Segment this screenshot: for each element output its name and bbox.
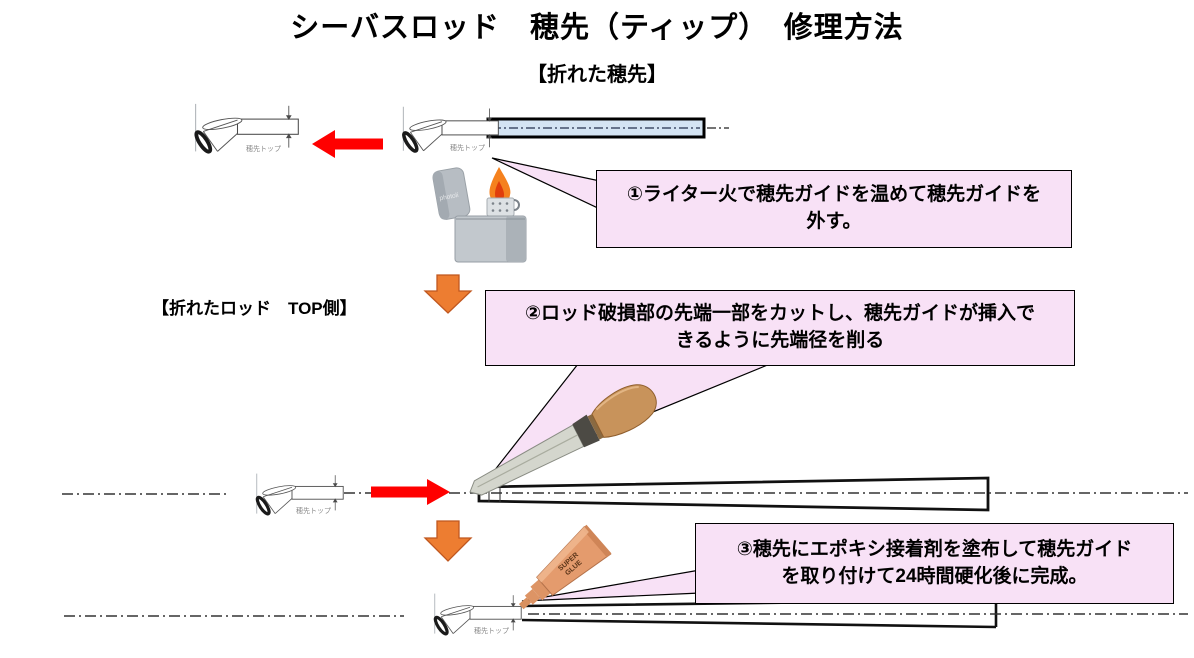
tip-guide-caption: 穂先トップ <box>246 144 281 153</box>
tip-guide-caption: 穂先トップ <box>296 506 331 515</box>
label-broken-rod-top-side: 【折れたロッド TOP側】 <box>152 299 357 318</box>
broken-tip-rod <box>486 117 729 139</box>
page-title: シーバスロッド 穂先（ティップ） 修理方法 <box>290 12 904 44</box>
callout-step1-line1: ①ライター火で穂先ガイドを温めて穂先ガイドを <box>626 184 1042 206</box>
lighter-icon: photoli <box>432 167 527 263</box>
glue-tube-icon: SUPER GLUE <box>518 524 612 610</box>
lighter-watermark: photoli <box>439 192 459 202</box>
label-broken-tip: 【折れた穂先】 <box>527 64 667 86</box>
tip-guide-caption: 穂先トップ <box>450 143 485 152</box>
file-icon <box>469 384 657 496</box>
tip-guide-caption: 穂先トップ <box>474 626 509 635</box>
dash-dot-centerlines <box>62 493 404 617</box>
orange-down-arrow-icon-2 <box>423 520 473 562</box>
callout-step2: ②ロッド破損部の先端一部をカットし、穂先ガイドが挿入で きるように先端径を削る <box>485 290 1075 366</box>
callout-step1: ①ライター火で穂先ガイドを温めて穂先ガイドを 外す。 <box>596 170 1072 248</box>
red-arrow-right-icon <box>371 479 450 505</box>
callout-step2-line2: きるように先端径を削る <box>675 330 885 351</box>
callout-step1-line2: 外す。 <box>806 211 862 232</box>
rod-blank-middle <box>477 476 990 512</box>
callout-step2-line1: ②ロッド破損部の先端一部をカットし、穂先ガイドが挿入で <box>524 303 1036 325</box>
flame-icon <box>489 167 511 205</box>
red-arrow-left-icon <box>312 130 383 158</box>
orange-down-arrow-icon-1 <box>423 274 473 314</box>
callout-step3-line1: ③穂先にエポキシ接着剤を塗布して穂先ガイド <box>736 538 1133 560</box>
callout-step3: ③穂先にエポキシ接着剤を塗布して穂先ガイド を取り付けて24時間硬化後に完成。 <box>695 523 1174 604</box>
callout-step3-line2: を取り付けて24時間硬化後に完成。 <box>781 565 1088 587</box>
